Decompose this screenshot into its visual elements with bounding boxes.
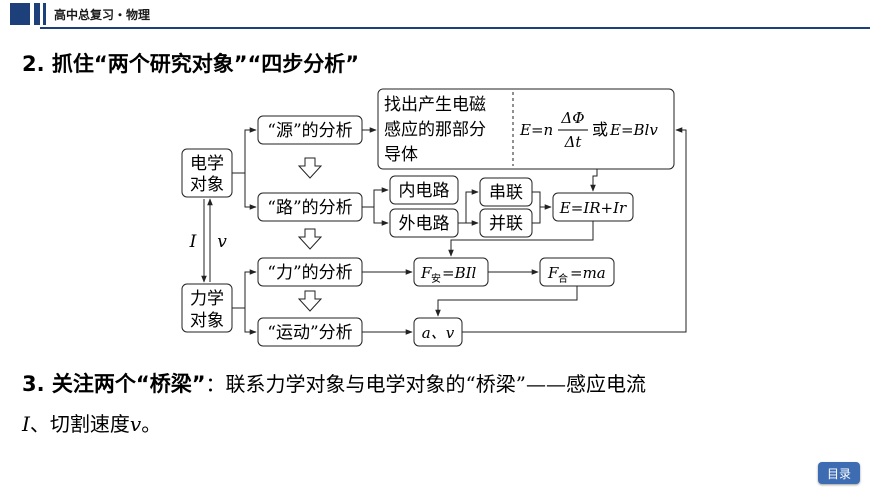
emf-formula-numerator: ΔΦ [560, 109, 584, 127]
connector [232, 307, 257, 335]
section-2-number: 2. [22, 52, 45, 76]
emf-formula-denominator: Δt [564, 133, 583, 151]
header-decoration [43, 3, 46, 25]
mechanical-object-label-2: 对象 [190, 311, 224, 331]
connector [532, 191, 541, 224]
section-3-number: 3. [22, 372, 45, 396]
section-2-title: 抓住“两个研究对象”“四步分析” [51, 52, 360, 76]
newton-law-sub: 合 [558, 272, 568, 285]
connector [362, 187, 389, 208]
ohm-formula-label: E=IR+Ir [559, 199, 627, 217]
hollow-down-arrow [297, 290, 323, 312]
electric-object-label-2: 对象 [190, 175, 224, 195]
bridge-current-label: I [189, 232, 197, 252]
circuit-analysis-label: “路”的分析 [267, 198, 352, 218]
kinematics-label: a、v [422, 324, 455, 342]
bridge-speed-label: v [217, 232, 227, 252]
internal-circuit-label: 内电路 [399, 181, 450, 201]
connector [590, 169, 598, 192]
source-detail-line-2: 感应的那部分 [384, 120, 486, 140]
header-bar: 高中总复习・物理 [0, 0, 870, 29]
electric-object-label-1: 电学 [190, 154, 224, 174]
source-analysis-label: “源”的分析 [267, 121, 352, 141]
header-title: 高中总复习・物理 [54, 8, 151, 22]
header-divider [40, 27, 870, 29]
newton-law-f: F [547, 264, 559, 282]
connector [232, 172, 257, 210]
motion-analysis-label: “运动”分析 [267, 323, 352, 343]
emf-formula-lhs: E=n [519, 121, 553, 139]
toc-button[interactable]: 目录 [818, 462, 860, 484]
section-3-text-middle: 、切割速度 [29, 412, 130, 436]
header-decoration [10, 3, 30, 25]
connector [362, 206, 389, 226]
internal-circuit-box [389, 175, 459, 205]
parallel-label: 并联 [489, 214, 523, 234]
header-decoration [34, 3, 40, 25]
speed-variable: v [129, 412, 142, 436]
newton-law-rest: =ma [570, 264, 606, 282]
connector [232, 127, 257, 174]
connector [448, 221, 594, 257]
hollow-down-arrow [297, 157, 323, 179]
connector [458, 189, 479, 224]
force-analysis-label: “力”的分析 [267, 263, 352, 283]
hollow-down-arrow [297, 228, 323, 250]
ampere-force-sub: 安 [431, 272, 441, 285]
feedback-connector [462, 127, 687, 333]
section-3-text-line-2: I、切割速度v。 [22, 408, 161, 437]
ampere-force-f: F [420, 264, 432, 282]
mechanical-object-label-1: 力学 [190, 289, 224, 309]
series-label: 串联 [489, 183, 523, 203]
source-detail-line-3: 导体 [384, 145, 418, 165]
ampere-force-rest: =BIl [442, 264, 477, 282]
emf-formula-alt: E=Blv [609, 121, 658, 139]
connector [435, 286, 578, 317]
source-detail-line-1: 找出产生电磁 [384, 95, 486, 115]
source-detail-box [377, 88, 675, 170]
section-2-heading: 2. 抓住“两个研究对象”“四步分析” [22, 48, 359, 78]
section-3-title: 关注两个“桥梁” [51, 372, 206, 396]
external-circuit-label: 外电路 [399, 214, 450, 234]
section-3-text: ：联系力学对象与电学对象的“桥梁”——感应电流 [205, 372, 646, 396]
section-3-heading: 3. 关注两个“桥梁”：联系力学对象与电学对象的“桥梁”——感应电流 [22, 368, 646, 398]
section-3-text-end: 。 [141, 412, 162, 436]
emf-formula-or: 或 [592, 120, 608, 139]
connector [232, 269, 257, 309]
current-variable: I [22, 412, 30, 436]
